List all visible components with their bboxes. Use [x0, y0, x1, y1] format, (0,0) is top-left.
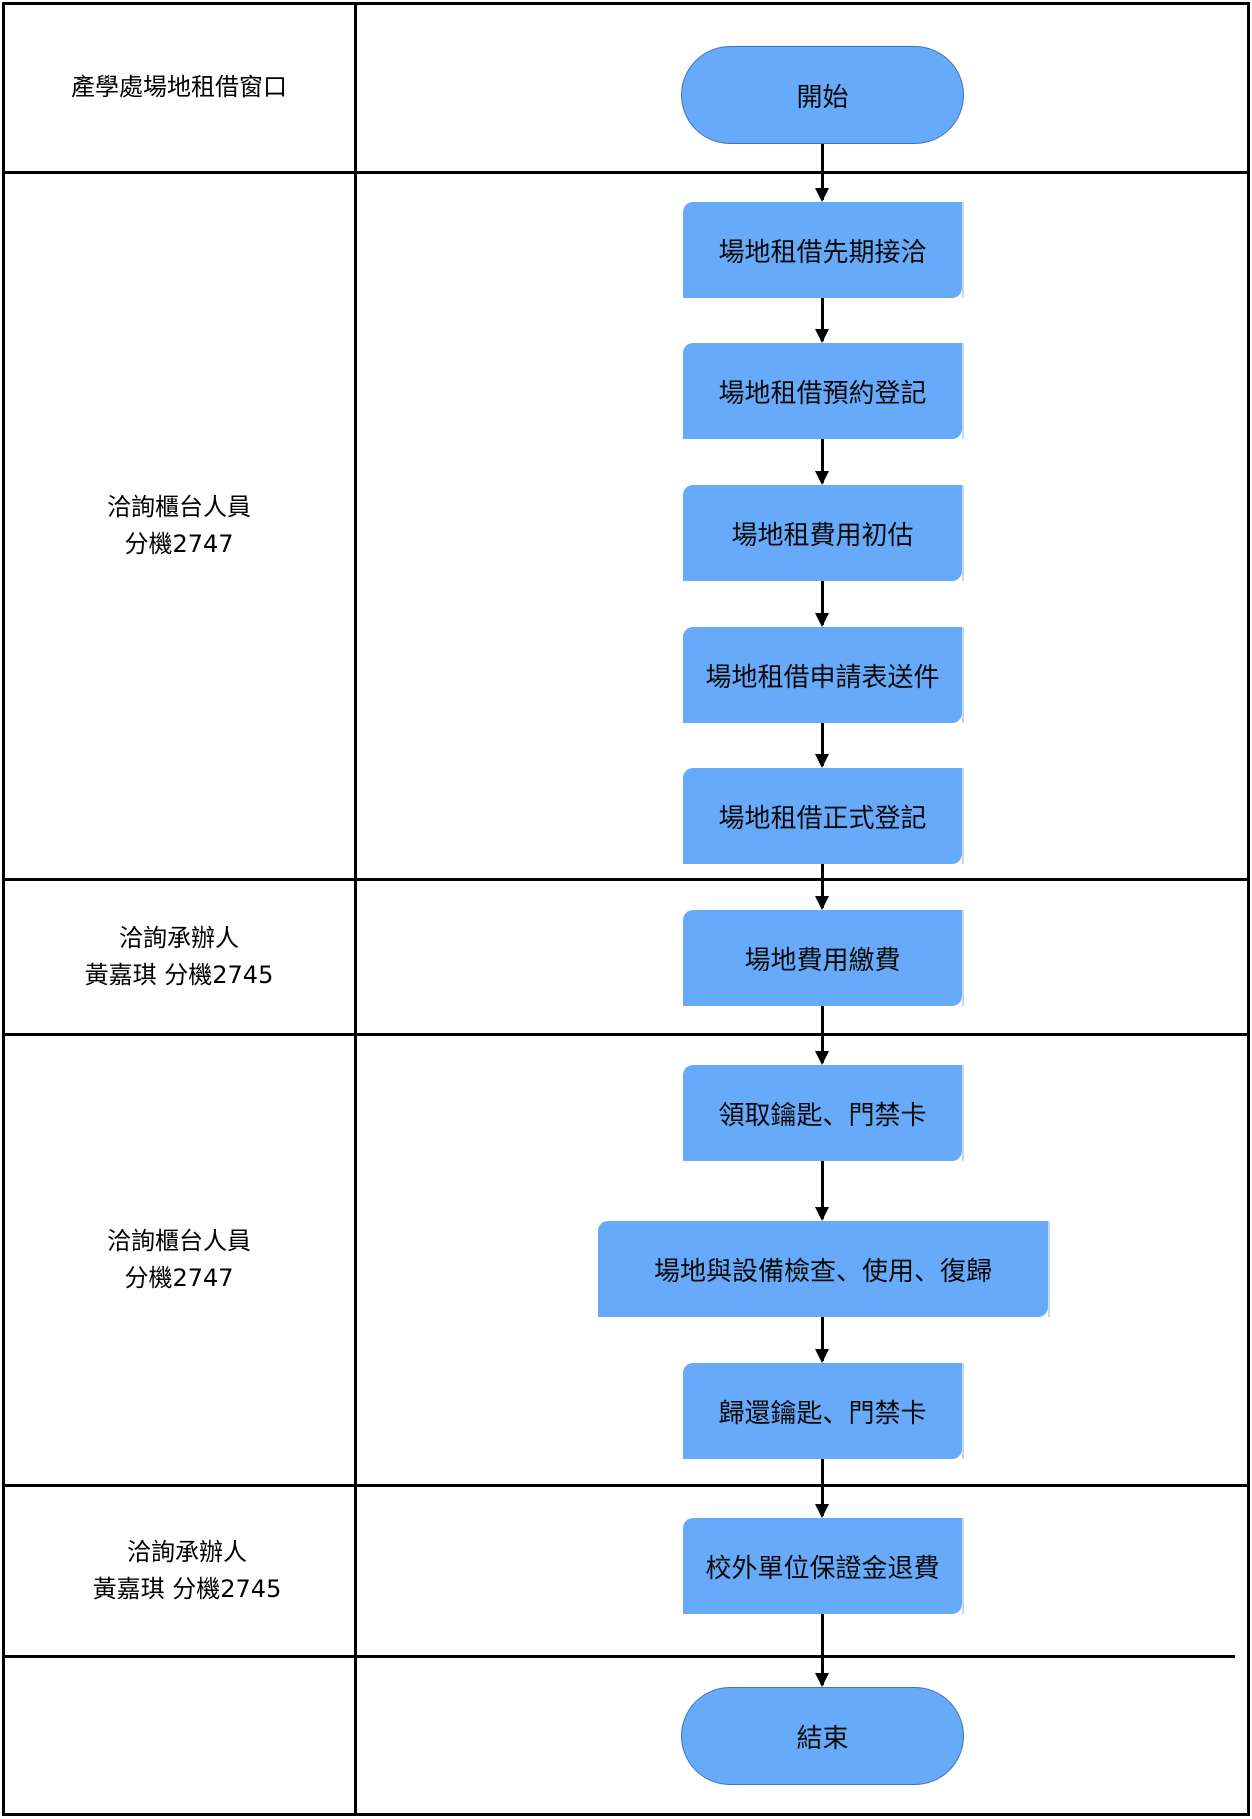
arrow-s7-to-s8: [815, 1161, 829, 1221]
arrow-start-to-s1: [815, 144, 829, 202]
arrow-s4-to-s5: [815, 723, 829, 768]
lane-label-5: 洽詢承辦人 黃嘉琪 分機2745: [12, 1487, 362, 1655]
arrow-s3-to-s4: [815, 581, 829, 627]
table-border-top: [2, 2, 1250, 5]
lane-label-1: 產學處場地租借窗口: [4, 4, 354, 171]
lane-divider-5: [2, 1655, 1235, 1658]
lane-label-5-line-2: 黃嘉琪 分機2745: [92, 1575, 282, 1603]
table-border-left: [2, 2, 5, 1815]
arrow-s10-to-end: [815, 1614, 829, 1687]
end-terminal: 結束: [681, 1687, 964, 1785]
step-application-submission: 場地租借申請表送件: [683, 627, 964, 723]
lane-divider-vertical: [354, 2, 357, 1815]
step-fee-estimate: 場地租費用初估: [683, 485, 964, 581]
lane-label-3-line-1: 洽詢承辦人: [119, 924, 239, 952]
lane-divider-3: [2, 1033, 1250, 1036]
lane-divider-2: [2, 878, 1250, 881]
lane-label-3-line-2: 黃嘉琪 分機2745: [84, 961, 274, 989]
lane-label-4-line-1: 洽詢櫃台人員: [107, 1227, 251, 1255]
lane-label-2-line-1: 洽詢櫃台人員: [107, 493, 251, 521]
lane-label-4-line-2: 分機2747: [124, 1264, 234, 1292]
arrow-s9-to-s10: [815, 1459, 829, 1518]
step-deposit-refund: 校外單位保證金退費: [683, 1518, 964, 1614]
lane-label-2-line-2: 分機2747: [124, 530, 234, 558]
step-inspection-use-restore: 場地與設備檢查、使用、復歸: [598, 1221, 1050, 1317]
start-terminal: 開始: [681, 46, 964, 144]
arrow-s5-to-s6: [815, 864, 829, 910]
lane-label-2: 洽詢櫃台人員 分機2747: [4, 174, 354, 878]
arrow-s8-to-s9: [815, 1317, 829, 1363]
lane-divider-4: [2, 1484, 1250, 1487]
step-fee-payment: 場地費用繳費: [683, 910, 964, 1006]
lane-label-3: 洽詢承辦人 黃嘉琪 分機2745: [4, 881, 354, 1033]
arrow-s6-to-s7: [815, 1006, 829, 1065]
lane-divider-1: [2, 171, 1250, 174]
table-border-right: [1247, 2, 1250, 1815]
lane-label-1-line-1: 產學處場地租借窗口: [71, 73, 287, 101]
table-border-bottom: [2, 1813, 1250, 1816]
lane-label-4: 洽詢櫃台人員 分機2747: [4, 1036, 354, 1484]
lane-label-5-line-1: 洽詢承辦人: [127, 1538, 247, 1566]
step-initial-consultation: 場地租借先期接洽: [683, 202, 964, 298]
step-reservation-registration: 場地租借預約登記: [683, 343, 964, 439]
arrow-s2-to-s3: [815, 439, 829, 485]
step-formal-registration: 場地租借正式登記: [683, 768, 964, 864]
arrow-s1-to-s2: [815, 298, 829, 343]
step-collect-keys: 領取鑰匙、門禁卡: [683, 1065, 964, 1161]
step-return-keys: 歸還鑰匙、門禁卡: [683, 1363, 964, 1459]
